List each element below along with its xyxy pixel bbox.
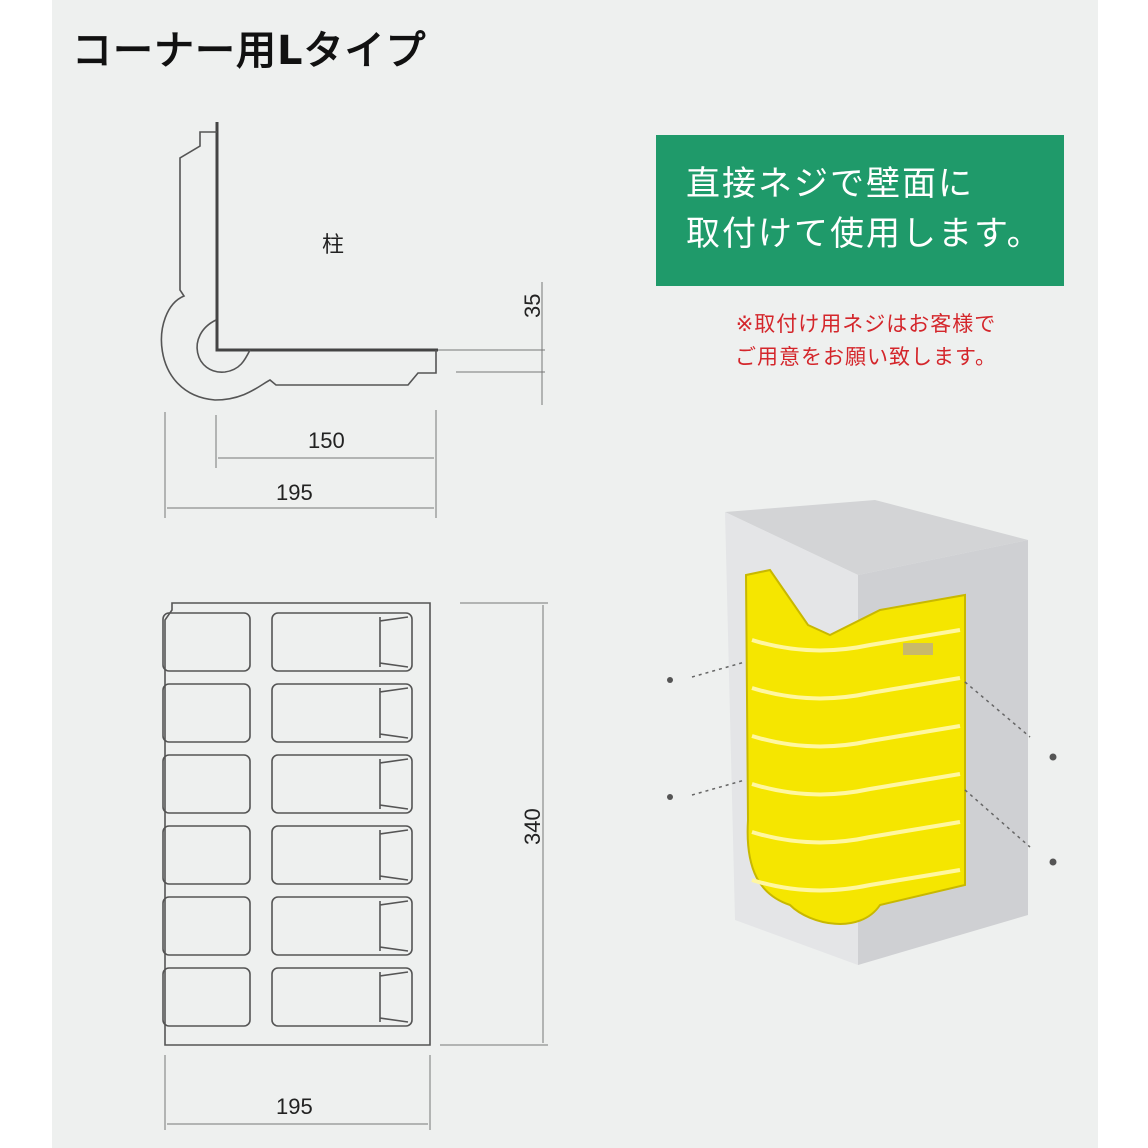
right-cell-recess: [379, 900, 409, 952]
right-cell: [271, 967, 413, 1027]
screw-icon: [667, 677, 673, 683]
left-cell: [162, 683, 251, 743]
guard-ridge: [751, 724, 961, 749]
left-cell: [162, 967, 251, 1027]
guard-ridge: [751, 772, 961, 797]
screw-icon: [1049, 753, 1057, 761]
note-line-2: ご用意をお願い致します。: [735, 345, 997, 369]
dim-thickness-label: 35: [520, 294, 545, 318]
screw-icon: [667, 794, 673, 800]
left-cell: [162, 754, 251, 814]
right-cell-recess: [379, 616, 409, 668]
guard-ridge: [751, 676, 961, 701]
info-box: 直接ネジで壁面に 取付けて使用します。: [656, 135, 1064, 286]
info-line-2: 取付けて使用します。: [686, 214, 1043, 254]
dim-inner-width-label: 150: [308, 428, 345, 453]
info-line-1: 直接ネジで壁面に: [686, 164, 974, 204]
right-cell-recess: [379, 687, 409, 739]
profile-outline: [160, 131, 437, 401]
guard-ridge: [751, 820, 961, 845]
section-view: [160, 122, 545, 518]
front-outline: [164, 602, 431, 1046]
guard-ridge: [751, 628, 961, 653]
guard-ridge: [751, 868, 961, 893]
right-cell: [271, 825, 413, 885]
right-cell-recess: [379, 829, 409, 881]
right-cell-recess: [379, 971, 409, 1023]
right-cell: [271, 612, 413, 672]
left-cell: [162, 825, 251, 885]
label-plate: [903, 643, 933, 655]
screw-paths: [691, 661, 1031, 848]
left-cell: [162, 612, 251, 672]
pillar-outline: [215, 122, 438, 352]
screw-icons: [667, 677, 1057, 866]
screw-note: ※取付け用ネジはお客様で ご用意をお願い致します。: [676, 308, 1056, 374]
dim-width-label: 195: [276, 1094, 313, 1119]
left-cell: [162, 896, 251, 956]
page-title: コーナー用Lタイプ: [72, 28, 427, 74]
right-cell: [271, 683, 413, 743]
right-cell: [271, 754, 413, 814]
profile-inner-curve: [196, 319, 251, 373]
right-cell-recess: [379, 758, 409, 810]
pillar-label: 柱: [322, 232, 344, 257]
dim-total-width-label: 195: [276, 480, 313, 505]
note-line-1: ※取付け用ネジはお客様で: [735, 312, 997, 336]
installation-illustration: [667, 500, 1057, 965]
screw-icon: [1049, 858, 1057, 866]
yellow-corner-guard: [744, 568, 966, 925]
dim-height-label: 340: [520, 808, 545, 845]
front-view: [162, 602, 548, 1130]
right-cell: [271, 896, 413, 956]
